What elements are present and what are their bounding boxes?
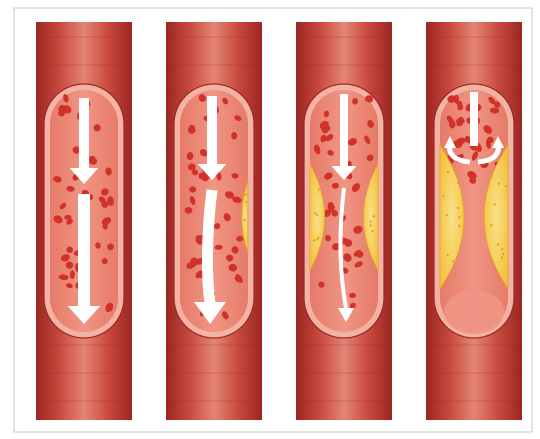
plaque-dot: [316, 238, 318, 240]
plaque-dot: [452, 260, 454, 262]
plaque-dot: [313, 239, 315, 241]
plaque-dot: [494, 203, 496, 205]
blood-cell: [70, 270, 75, 279]
plaque-dot: [458, 225, 460, 227]
plaque-dot: [505, 185, 507, 187]
plaque-dot: [365, 245, 367, 247]
plaque-dot: [442, 195, 444, 197]
plaque-dot: [318, 188, 320, 190]
plaque-dot: [371, 230, 373, 232]
plaque-dot: [373, 215, 375, 217]
flow-arrow-icon: [207, 190, 212, 304]
artery-stage-narrowed: [296, 22, 392, 420]
plaque-dot: [243, 239, 245, 241]
plaque-dot: [370, 220, 372, 222]
blood-cell: [215, 245, 223, 250]
artery-stage-normal: [36, 22, 132, 420]
plaque-dot: [314, 212, 316, 214]
plaque-dot: [244, 219, 246, 221]
lower-lumen-pocket: [444, 290, 504, 334]
plaque-dot: [447, 254, 449, 256]
plaque-dot: [458, 216, 460, 218]
plaque-dot: [447, 171, 449, 173]
plaque-dot: [457, 182, 459, 184]
plaque-dot: [369, 224, 371, 226]
plaque-dot: [446, 214, 448, 216]
plaque-dot: [241, 193, 243, 195]
plaque-dot: [498, 183, 500, 185]
plaque-dot: [457, 207, 459, 209]
plaque-dot: [502, 253, 504, 255]
plaque-dot: [245, 201, 247, 203]
plaque-dot: [316, 214, 318, 216]
artery-stage-early-buildup: [166, 22, 262, 420]
plaque-dot: [242, 198, 244, 200]
artery-stage-blocked: [426, 22, 522, 420]
plaque-dot: [497, 243, 499, 245]
plaque-dot: [245, 193, 247, 195]
plaque-dot: [501, 257, 503, 259]
plaque-dot: [501, 248, 503, 250]
plaque-dot: [490, 224, 492, 226]
